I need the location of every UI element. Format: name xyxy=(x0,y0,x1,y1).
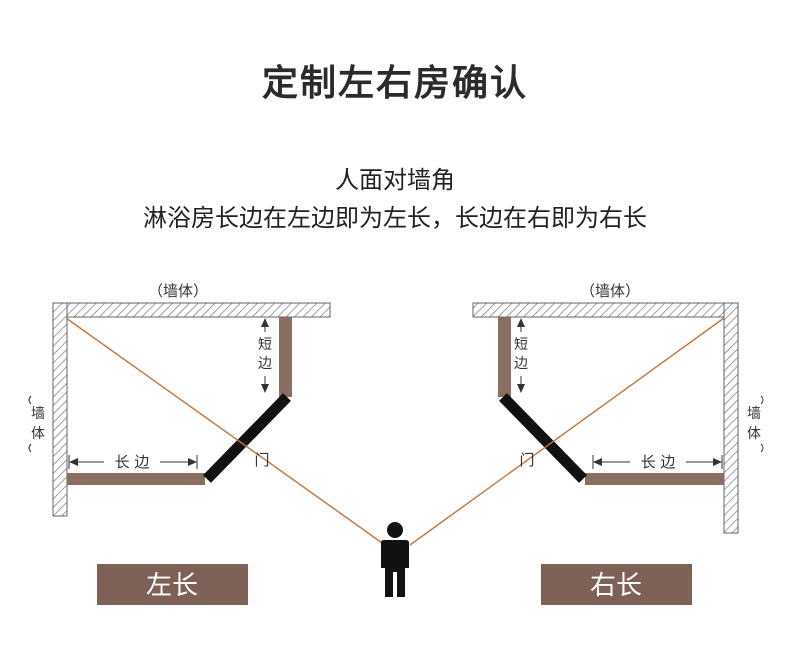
left-wall-side-label-1: 墙 xyxy=(31,406,45,422)
left-wall-side-label-2: 体 xyxy=(31,426,45,442)
right-diagram: （墙体） 墙 体 短 边 长 边 门 右长 xyxy=(409,282,764,605)
left-wall-top-label: （墙体） xyxy=(148,282,208,300)
left-short-label-1: 短 xyxy=(258,337,272,353)
right-door xyxy=(499,393,587,483)
right-short-label-2: 边 xyxy=(514,356,528,372)
left-sightline xyxy=(65,317,386,546)
right-short-panel xyxy=(498,317,511,397)
right-wall-side-label-1: 墙 xyxy=(747,406,761,422)
right-wall-side-label-2: 体 xyxy=(747,426,761,442)
person-icon xyxy=(381,522,409,597)
left-long-panel xyxy=(67,473,205,485)
right-long-panel xyxy=(585,473,724,485)
left-short-panel xyxy=(279,317,292,397)
page-title: 定制左右房确认 xyxy=(261,63,528,104)
left-diagram: （墙体） 墙 体 短 边 长 边 门 左长 xyxy=(28,282,386,605)
left-long-button-label: 左长 xyxy=(146,571,198,601)
right-wall-top-label: （墙体） xyxy=(580,282,640,300)
right-side-wall xyxy=(723,302,739,534)
left-top-wall xyxy=(52,302,331,318)
left-long-button[interactable] xyxy=(97,564,248,605)
right-short-label-1: 短 xyxy=(514,337,528,353)
right-sightline xyxy=(409,317,725,546)
left-door xyxy=(203,393,291,483)
right-long-button-label: 右长 xyxy=(590,571,642,601)
left-long-label: 长 边 xyxy=(115,453,150,471)
right-long-label: 长 边 xyxy=(641,453,676,471)
right-long-button[interactable] xyxy=(541,564,692,605)
right-door-label: 门 xyxy=(519,451,534,469)
subtitle-line-2: 淋浴房长边在左边即为左长，长边在右即为右长 xyxy=(143,204,647,232)
right-top-wall xyxy=(472,302,739,318)
subtitle-line-1: 人面对墙角 xyxy=(335,166,455,194)
left-short-label-2: 边 xyxy=(258,356,272,372)
left-side-wall xyxy=(52,302,68,517)
left-door-label: 门 xyxy=(254,451,269,469)
